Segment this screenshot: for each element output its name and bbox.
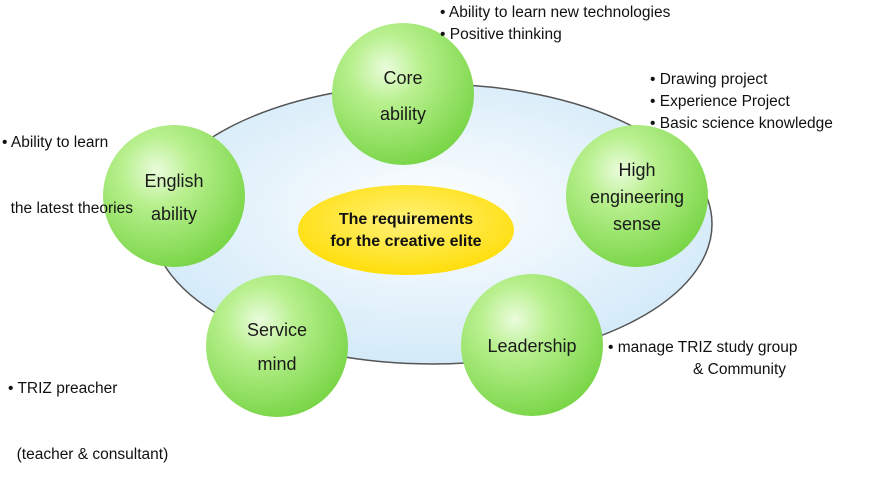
note-leadership-item: & Community	[693, 361, 787, 378]
requirements-diagram: The requirements for the creative elite …	[103, 23, 713, 417]
note-core-item: • Positive thinking	[440, 26, 562, 43]
note-leadership-item: • manage TRIZ study group	[608, 339, 798, 356]
node-service-mind	[206, 275, 348, 417]
node-high-engineering-sense	[566, 125, 708, 267]
node-english-ability	[103, 125, 245, 267]
center-label-line1: The requirements	[339, 211, 473, 228]
center-oval	[298, 185, 514, 275]
node-leadership-label: Leadership	[487, 336, 576, 356]
note-core: • Ability to learn new technologies • Po…	[440, 2, 670, 46]
node-core-ability	[332, 23, 474, 165]
note-english: • Ability to learn the latest theories	[2, 88, 133, 242]
note-english-item: the latest theories	[2, 200, 133, 217]
node-english-label-line1: English	[144, 171, 203, 191]
note-service: • TRIZ preacher (teacher & consultant)	[8, 334, 168, 488]
note-leadership: • manage TRIZ study group & Community	[608, 337, 798, 381]
note-core-item: • Ability to learn new technologies	[440, 4, 671, 21]
note-engineering: • Drawing project • Experience Project •…	[650, 69, 833, 135]
node-engineering-label-line1: High	[618, 160, 655, 180]
note-engineering-item: • Drawing project	[650, 71, 768, 88]
node-core-label-line2: ability	[380, 104, 426, 124]
node-service-label-line2: mind	[257, 354, 296, 374]
note-service-item: • TRIZ preacher	[8, 380, 118, 397]
note-service-item: (teacher & consultant)	[8, 446, 169, 463]
node-engineering-label-line3: sense	[613, 214, 661, 234]
node-engineering-label-line2: engineering	[590, 187, 684, 207]
node-english-label-line2: ability	[151, 204, 197, 224]
note-engineering-item: • Experience Project	[650, 93, 790, 110]
note-engineering-item: • Basic science knowledge	[650, 115, 833, 132]
note-english-item: • Ability to learn	[2, 134, 109, 151]
node-leadership	[461, 274, 603, 416]
node-service-label-line1: Service	[247, 320, 307, 340]
node-core-label-line1: Core	[383, 68, 422, 88]
center-label-line2: for the creative elite	[330, 233, 481, 250]
